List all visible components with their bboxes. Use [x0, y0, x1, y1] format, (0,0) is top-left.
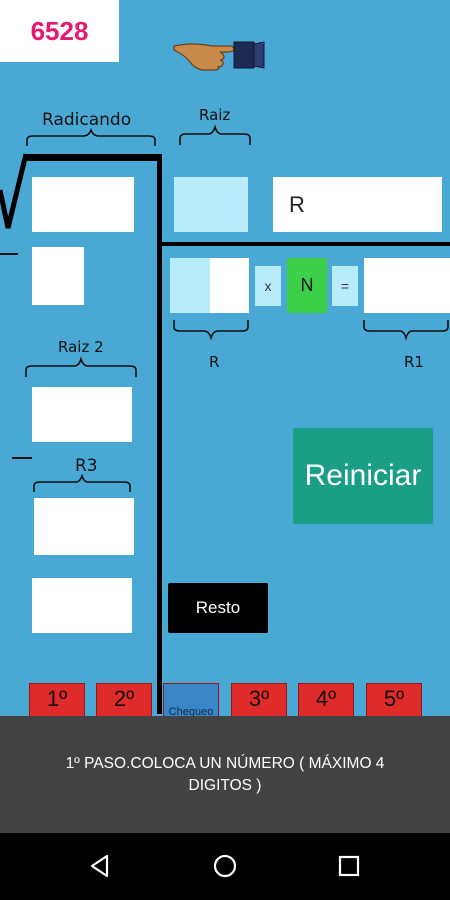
raiz2-brace: [25, 357, 137, 377]
final-input[interactable]: [32, 578, 132, 633]
navigation-bar: [0, 833, 450, 900]
radical-top-bar: [24, 154, 162, 161]
radicando-input[interactable]: [32, 177, 134, 232]
raiz2-input[interactable]: [32, 387, 132, 442]
radicando-brace: [26, 128, 156, 146]
vertical-divider: [157, 154, 162, 714]
raiz-input[interactable]: [174, 177, 248, 232]
r3-brace: [33, 474, 131, 492]
back-icon[interactable]: [77, 843, 123, 889]
number-display: 6528: [0, 0, 119, 62]
pointing-hand-icon: [172, 36, 268, 72]
resto-button[interactable]: Resto: [168, 583, 268, 633]
r-brace: [173, 320, 249, 340]
n-box[interactable]: N: [287, 258, 327, 313]
times-operator: x: [255, 266, 281, 306]
equals-operator: =: [332, 266, 358, 306]
r3-input[interactable]: [34, 498, 134, 555]
r-input-right[interactable]: [210, 258, 249, 313]
home-icon[interactable]: [202, 843, 248, 889]
raiz-label: Raiz: [199, 106, 231, 124]
r3-label: R3: [75, 456, 98, 476]
dash-mark: [0, 253, 18, 255]
toast-message: 1º PASO.COLOCA UN NÚMERO ( MÁXIMO 4 DIGI…: [0, 716, 450, 833]
r-input-left[interactable]: [170, 258, 210, 313]
recents-icon[interactable]: [326, 843, 372, 889]
radicando-label: Radicando: [42, 110, 132, 130]
horizontal-divider: [160, 242, 450, 246]
r-result-box: R: [273, 177, 442, 232]
radical-symbol: [0, 153, 29, 229]
raiz2-label: Raiz 2: [58, 338, 104, 356]
reiniciar-button[interactable]: Reiniciar: [293, 428, 433, 524]
r1-brace: [363, 320, 449, 340]
r1-input[interactable]: [364, 258, 450, 313]
dash-mark-2: [12, 457, 32, 459]
subtract-input-1[interactable]: [32, 247, 84, 305]
raiz-brace: [179, 125, 251, 145]
r1-under-label: R1: [404, 353, 424, 371]
r-under-label: R: [209, 353, 220, 371]
